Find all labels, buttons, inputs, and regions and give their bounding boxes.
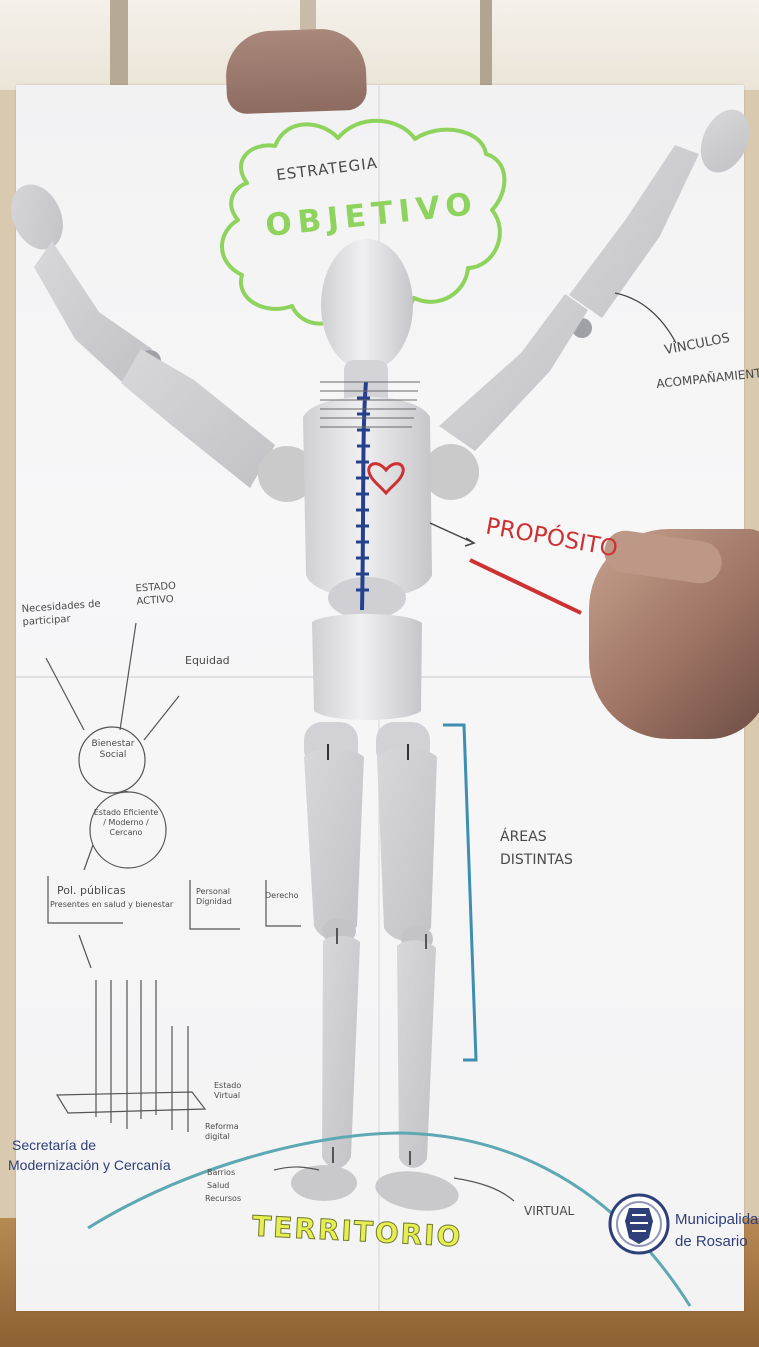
- secretaria-line-1: Secretaría de: [12, 1137, 96, 1153]
- circle-label-2: Estado Eficiente / Moderno / Cercano: [92, 808, 160, 838]
- virtual-label: VIRTUAL: [524, 1204, 574, 1218]
- small-box-label-2: Derecho: [265, 891, 298, 900]
- bottom-note-2: Reforma digital: [205, 1122, 251, 1142]
- circle-label-1: Bienestar Social: [89, 739, 137, 761]
- areas-label-1: ÁREAS: [500, 829, 547, 845]
- municipalidad-line-2: de Rosario: [675, 1233, 748, 1250]
- bottom-note-5: Recursos: [205, 1194, 241, 1203]
- bottom-note-1: Estado Virtual: [214, 1081, 256, 1101]
- municipalidad-line-1: Municipalidad: [675, 1211, 759, 1228]
- politicas-label: Pol. públicas: [57, 884, 126, 897]
- secretaria-line-2: Modernización y Cercanía: [8, 1157, 171, 1173]
- bottom-note-4: Salud: [207, 1181, 229, 1190]
- left-equidad-label: Equidad: [185, 654, 230, 667]
- politicas-sub-label: Presentes en salud y bienestar: [50, 900, 176, 910]
- areas-label-2: DISTINTAS: [500, 852, 573, 868]
- bottom-note-3: Barrios: [207, 1168, 235, 1177]
- left-estado-label: ESTADO ACTIVO: [135, 578, 209, 609]
- rosario-seal: [610, 1195, 668, 1253]
- small-box-label-1: Personal Dignidad: [196, 887, 241, 907]
